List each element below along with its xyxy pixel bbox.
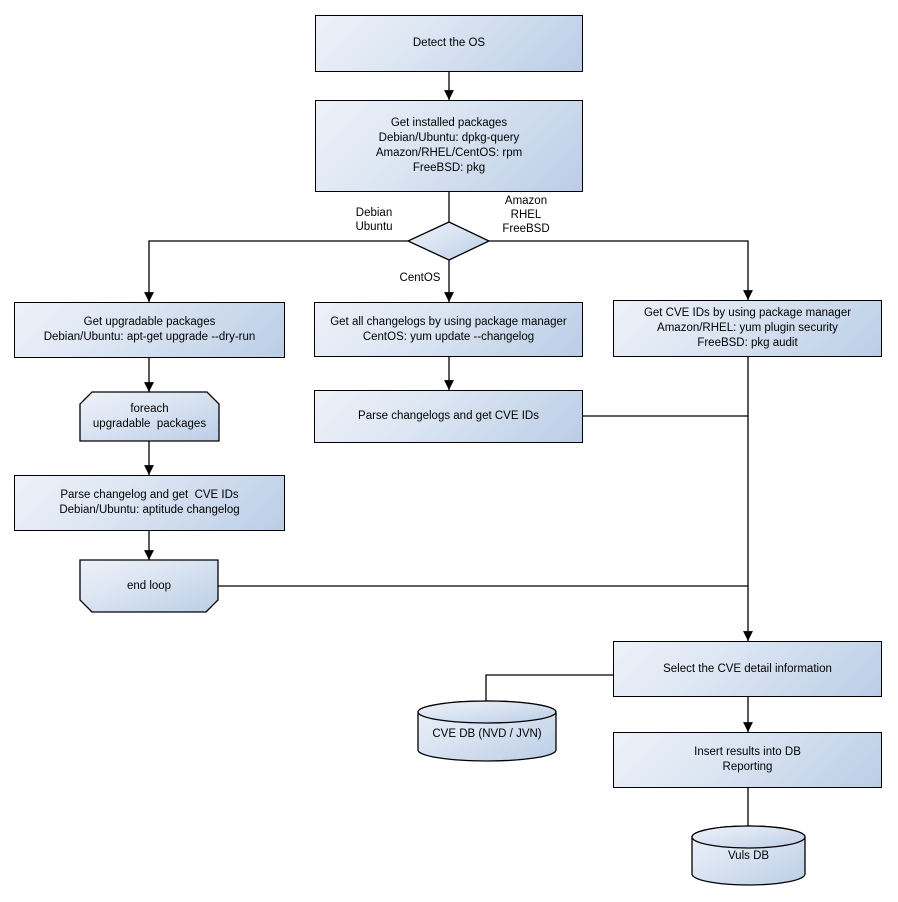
edge-decision-to-getcveids <box>489 240 753 300</box>
vuls-db-cylinder-top <box>691 825 806 849</box>
vuls-db-label: Vuls DB <box>727 849 770 862</box>
foreach-loop-shape <box>79 391 220 442</box>
node-detect-os: Detect the OS <box>315 15 583 72</box>
edge-decision-to-upgradable <box>144 240 408 302</box>
node-get-all-changelogs: Get all changelogs by using package mana… <box>314 302 583 357</box>
node-get-cve-ids: Get CVE IDs by using package manager Ama… <box>613 300 882 357</box>
foreach-loop-label: foreach upgradable packages <box>92 402 207 430</box>
edge-cvedb-to-selectcve <box>485 674 613 701</box>
branch-label-centos: CentOS <box>399 272 441 284</box>
end-loop-label: end loop <box>126 579 172 592</box>
node-parse-changelogs: Parse changelogs and get CVE IDs <box>314 390 583 443</box>
cve-db-cylinder-top <box>417 700 557 724</box>
branch-label-debian-ubuntu: Debian Ubuntu <box>355 207 393 233</box>
os-decision-diamond <box>406 221 491 261</box>
branch-label-amazon-rhel-freebsd: Amazon RHEL FreeBSD <box>502 195 550 235</box>
node-get-upgradable-packages: Get upgradable packages Debian/Ubuntu: a… <box>14 302 285 358</box>
cve-db-label: CVE DB (NVD / JVN) <box>432 727 542 740</box>
node-parse-changelog: Parse changelog and get CVE IDs Debian/U… <box>14 475 285 531</box>
node-insert-results: Insert results into DB Reporting <box>613 732 882 788</box>
node-select-cve-detail: Select the CVE detail information <box>613 641 882 697</box>
end-loop-shape <box>79 559 219 613</box>
node-get-installed-packages: Get installed packages Debian/Ubuntu: dp… <box>315 100 583 192</box>
